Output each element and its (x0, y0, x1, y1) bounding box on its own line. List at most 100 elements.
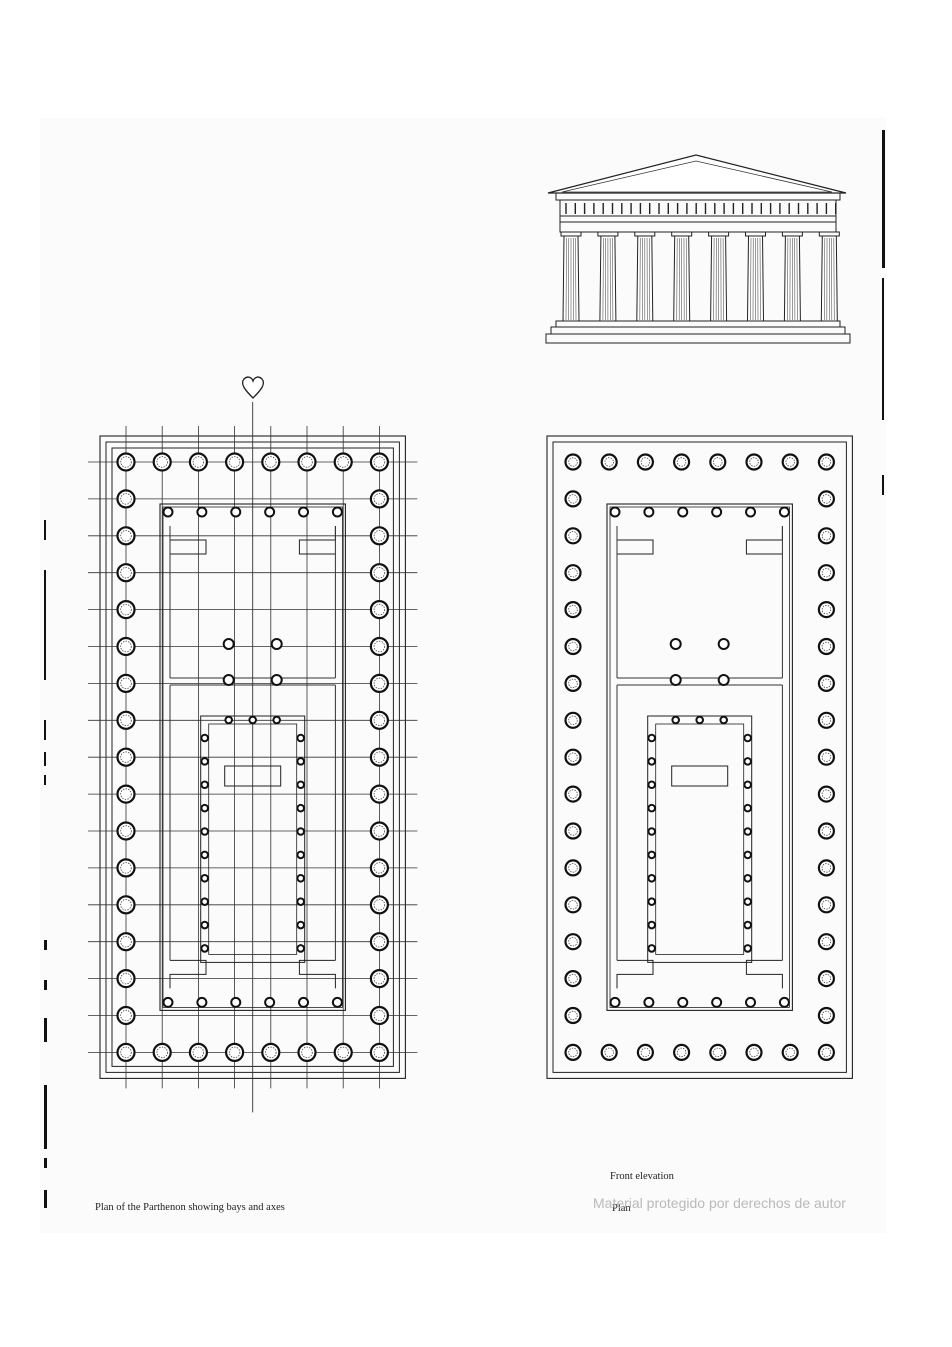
peristyle-column (564, 711, 582, 729)
stylobate-outer (546, 435, 853, 1079)
column-flute-ring (821, 789, 832, 799)
cella-column (743, 803, 753, 813)
column-flute-ring (821, 752, 832, 762)
column-flute-ring (604, 1047, 614, 1058)
frieze (559, 199, 837, 217)
column-flute-ring (568, 826, 578, 836)
column-flute (685, 237, 688, 321)
pediment (547, 154, 847, 194)
cella-column (743, 757, 753, 766)
column-flute-ring (156, 1046, 168, 1059)
opisthodomos-column (669, 674, 682, 686)
copyright-watermark: Material protegido por derechos de autor (593, 1195, 846, 1211)
column-capital (745, 231, 766, 237)
cella-column (296, 757, 306, 766)
column-flute (796, 237, 798, 321)
front-elevation-drawing (545, 154, 851, 344)
peristyle-column (369, 968, 389, 989)
peristyle-column (369, 563, 389, 583)
peristyle-column (188, 452, 208, 472)
cella-column (743, 920, 753, 930)
naos-block-inner (162, 506, 343, 1008)
column-flute-ring (568, 1010, 578, 1021)
column-flute-ring (337, 456, 349, 468)
peristyle-column (225, 452, 245, 472)
cella-column (272, 715, 282, 725)
column-flute-ring (120, 493, 132, 505)
column-flute-ring (120, 640, 132, 653)
peristyle-column (564, 600, 582, 619)
pronaos-column (230, 506, 242, 518)
peristyle-column (564, 1043, 582, 1062)
column-flute-ring (120, 936, 132, 948)
column-flute-ring (568, 1047, 578, 1058)
cella-column (200, 827, 209, 836)
column-flute-ring (373, 456, 386, 468)
column-flute (722, 237, 724, 321)
peristyle-column (564, 564, 582, 582)
peristyle-column (600, 453, 618, 471)
cella-column (647, 733, 657, 743)
peristyle-column (369, 858, 389, 878)
column-flute (833, 237, 835, 321)
column-flute-ring (821, 494, 832, 504)
peristyle-column (261, 1042, 281, 1063)
peristyle-column (369, 895, 389, 915)
peristyle-column (369, 452, 389, 472)
peristyle-column (225, 1042, 245, 1063)
pronaos-column (745, 506, 757, 518)
plan-drawing (546, 435, 853, 1079)
column-capital (781, 231, 803, 237)
column-flute-ring (373, 972, 386, 985)
peristyle-column (817, 896, 836, 914)
pronaos-column (162, 506, 174, 518)
peristyle-column (369, 599, 389, 620)
peristyle-column (636, 1043, 655, 1062)
column-capital (818, 231, 840, 237)
pronaos-column (298, 506, 310, 518)
cella-column (296, 803, 306, 813)
scan-edge-left-11 (44, 1190, 47, 1208)
peristyle-column (116, 968, 136, 989)
column-flute-ring (568, 568, 578, 578)
column-flute-ring (373, 714, 386, 727)
peristyle-column (672, 1043, 691, 1062)
peristyle-column (817, 933, 836, 951)
column-flute-ring (265, 456, 277, 468)
peristyle-column (564, 748, 582, 766)
column-capital (597, 231, 619, 237)
column-flute-ring (568, 752, 578, 762)
peristyle-column (116, 710, 136, 730)
column-flute-ring (821, 715, 832, 726)
scan-edge-left-4 (44, 752, 46, 766)
column-flute-ring (568, 641, 578, 652)
peristyle-column (116, 932, 136, 952)
column-flute-ring (373, 862, 386, 874)
column-flute (602, 237, 604, 321)
pediment-tympanum (561, 160, 833, 193)
column-flute-ring (568, 973, 578, 984)
peristyle-column (781, 1043, 799, 1062)
column-flute-ring (676, 1047, 687, 1058)
column-flute-ring (821, 678, 832, 689)
peristyle-column (817, 1006, 836, 1025)
statue-base (671, 765, 729, 787)
column-flute (823, 237, 826, 321)
peristyle-column (817, 748, 836, 766)
column-flute (639, 237, 641, 321)
column-flute-ring (821, 1010, 832, 1021)
cella-column (296, 850, 306, 860)
cella-column (296, 733, 306, 743)
column-flute-ring (373, 493, 386, 505)
peristyle-column (369, 821, 389, 841)
column-flute-ring (120, 899, 132, 911)
column-flute-ring (373, 1009, 386, 1022)
anta-wall (616, 526, 654, 555)
peristyle-column (564, 859, 582, 877)
column-flute-ring (373, 530, 386, 542)
opisthodomos-column (222, 674, 235, 686)
peristyle-column (261, 452, 281, 472)
column-flute-ring (373, 825, 386, 837)
column-flute-ring (373, 899, 386, 911)
